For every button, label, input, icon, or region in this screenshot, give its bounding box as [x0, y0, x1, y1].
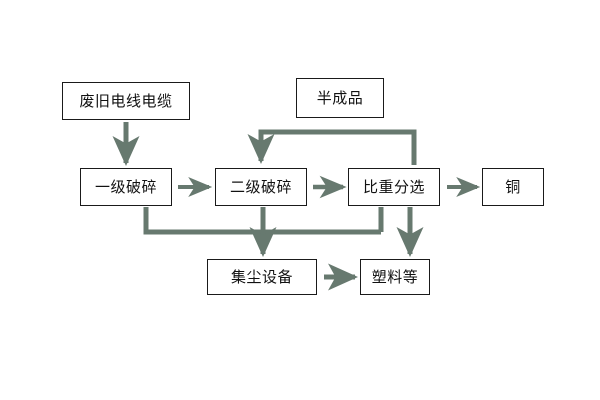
node-scrap-cable-label: 废旧电线电缆 [79, 91, 173, 110]
node-copper-output-label: 铜 [505, 177, 521, 196]
node-plastic-output: 塑料等 [360, 259, 430, 295]
node-primary-crushing-label: 一级破碎 [94, 177, 157, 196]
node-semi-finished: 半成品 [296, 78, 384, 118]
node-copper-output: 铜 [482, 168, 544, 206]
node-gravity-separation-label: 比重分选 [362, 177, 425, 196]
edge-crush1-to-bus [143, 207, 381, 235]
node-dust-collector: 集尘设备 [207, 259, 317, 295]
node-primary-crushing: 一级破碎 [80, 168, 172, 206]
node-scrap-cable: 废旧电线电缆 [62, 82, 190, 120]
node-semi-finished-label: 半成品 [316, 88, 364, 107]
node-secondary-crushing: 二级破碎 [215, 168, 307, 206]
edge-sort-to-crush2-feedback [247, 129, 417, 165]
node-secondary-crushing-label: 二级破碎 [229, 177, 292, 196]
node-dust-collector-label: 集尘设备 [230, 267, 293, 286]
node-gravity-separation: 比重分选 [348, 168, 440, 206]
node-plastic-output-label: 塑料等 [371, 267, 419, 286]
